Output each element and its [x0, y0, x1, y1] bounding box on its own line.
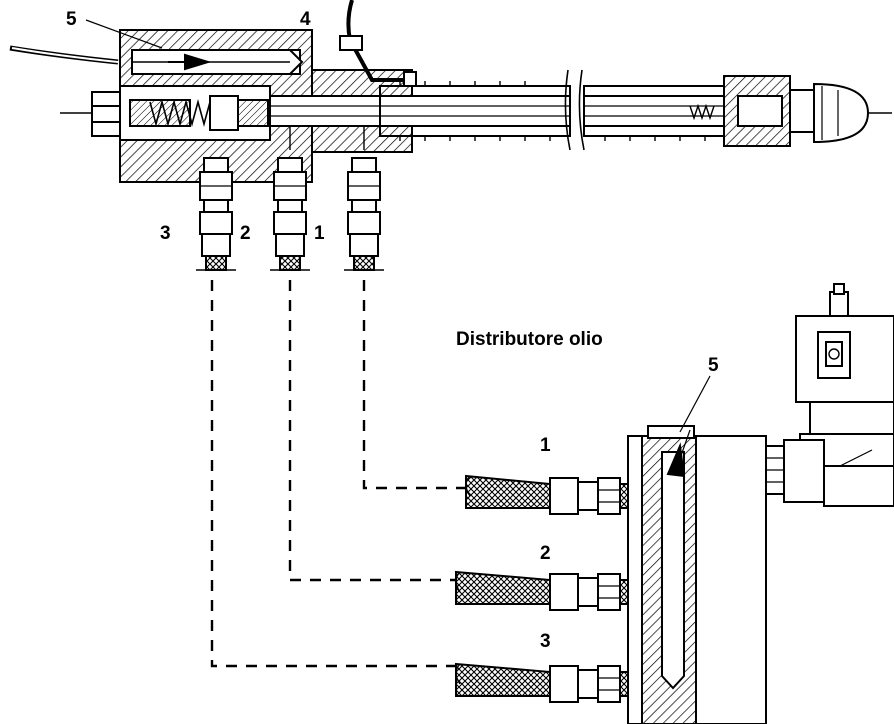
valve-spring — [149, 98, 211, 128]
lance-tube — [269, 95, 571, 127]
label-port-3: 3 — [160, 223, 171, 244]
diagram-title: Distributore olio — [456, 329, 603, 350]
solenoid-valve — [765, 283, 894, 507]
leader-distributor-5 — [679, 375, 711, 433]
fitting-3 — [196, 157, 236, 271]
label-lance-4: 4 — [300, 9, 311, 30]
connection-lines — [210, 280, 470, 668]
distributor-inlet-3 — [455, 662, 629, 703]
connection-1 — [362, 280, 470, 490]
label-inlet-3: 3 — [540, 631, 551, 652]
leader-lance-5 — [85, 19, 163, 49]
label-distributor-5: 5 — [708, 355, 719, 376]
label-inlet-1: 1 — [540, 435, 551, 456]
distributor-inlet-1 — [465, 474, 629, 515]
fitting-2 — [270, 126, 310, 271]
label-port-1: 1 — [314, 223, 325, 244]
fitting-1 — [344, 126, 384, 271]
label-port-2: 2 — [240, 223, 251, 244]
oil-distributor — [455, 283, 894, 724]
distributor-inlet-2 — [455, 570, 629, 611]
connection-2 — [288, 280, 460, 582]
connection-3 — [210, 280, 460, 668]
oil-lance — [9, 0, 892, 271]
valve-nut — [91, 91, 121, 137]
label-inlet-2: 2 — [540, 543, 551, 564]
label-lance-5: 5 — [66, 9, 77, 30]
